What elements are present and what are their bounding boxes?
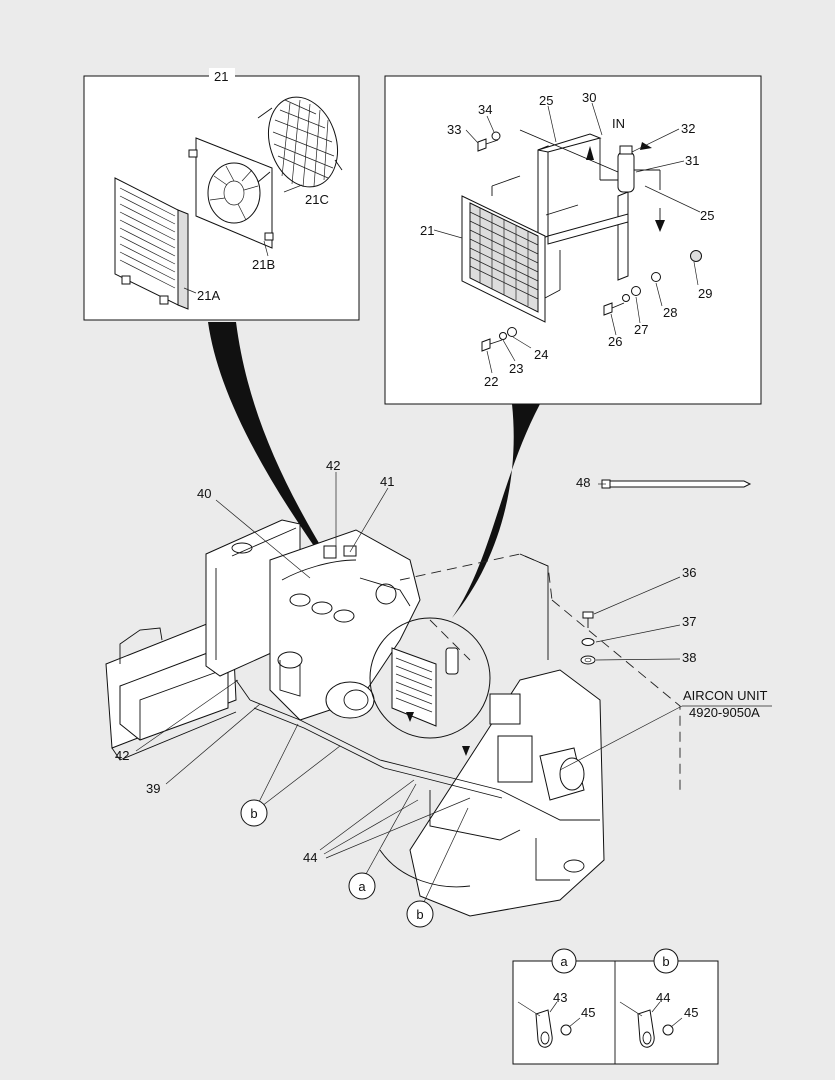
leader-lines-main	[135, 472, 772, 903]
zoom-circle	[369, 617, 491, 739]
label-29: 29	[698, 286, 712, 301]
inset-condenser-assembly: 21	[83, 68, 360, 321]
mount-fasteners	[580, 611, 596, 665]
label-31: 31	[685, 153, 699, 168]
label-25-top: 25	[539, 93, 553, 108]
fan-shroud	[188, 137, 274, 249]
inset-frame-right	[384, 75, 762, 405]
condenser-core	[114, 177, 189, 310]
fan-guard	[257, 96, 343, 188]
label-41: 41	[380, 474, 394, 489]
leader-lines-right	[433, 102, 701, 374]
label-34: 34	[478, 102, 492, 117]
cable-tie	[601, 479, 752, 489]
receiver-drier	[519, 129, 665, 232]
label-22: 22	[484, 374, 498, 389]
label-21c: 21C	[305, 192, 329, 207]
label-39: 39	[146, 781, 160, 796]
callout-a: a	[348, 872, 376, 900]
label-21-right: 21	[420, 223, 434, 238]
label-25-right: 25	[700, 208, 714, 223]
label-26: 26	[608, 334, 622, 349]
machine-assembly	[105, 519, 681, 917]
label-23: 23	[509, 361, 523, 376]
aircon-unit-label: AIRCON UNIT	[683, 688, 768, 703]
label-21b: 21B	[252, 257, 275, 272]
detail-b: b 44 45	[619, 948, 698, 1048]
label-33: 33	[447, 122, 461, 137]
mounting-bracket	[537, 133, 629, 281]
label-45-b: 45	[684, 1005, 698, 1020]
detail-a: a 43 45	[517, 948, 595, 1048]
label-27: 27	[634, 322, 648, 337]
label-36: 36	[682, 565, 696, 580]
svg-text:b: b	[662, 954, 669, 969]
label-44-detail: 44	[656, 990, 670, 1005]
inset-group-label: 21	[214, 69, 228, 84]
label-42-top: 42	[326, 458, 340, 473]
callout-b-left: b	[240, 799, 268, 827]
label-38: 38	[682, 650, 696, 665]
aircon-part-number: 4920-9050A	[689, 705, 760, 720]
label-32: 32	[681, 121, 695, 136]
label-30: 30	[582, 90, 596, 105]
label-24: 24	[534, 347, 548, 362]
label-45-a: 45	[581, 1005, 595, 1020]
label-28: 28	[663, 305, 677, 320]
label-21a: 21A	[197, 288, 220, 303]
label-37: 37	[682, 614, 696, 629]
zoom-wedges	[208, 322, 540, 632]
clamp-detail-box: a 43 45 b 44 45	[512, 948, 719, 1065]
label-48: 48	[576, 475, 590, 490]
svg-text:a: a	[358, 879, 366, 894]
label-42-bottom: 42	[115, 748, 129, 763]
svg-text:b: b	[416, 907, 423, 922]
svg-text:b: b	[250, 806, 257, 821]
label-44: 44	[303, 850, 317, 865]
svg-text:a: a	[560, 954, 568, 969]
label-in: IN	[612, 116, 625, 131]
label-40: 40	[197, 486, 211, 501]
callout-b-right: b	[406, 900, 434, 928]
inset-condenser-mounting: 34 33 25 30 IN 32 31 25 21 29 28 27 26 2…	[384, 75, 762, 405]
label-43: 43	[553, 990, 567, 1005]
fasteners	[477, 131, 702, 352]
condenser	[461, 175, 561, 323]
